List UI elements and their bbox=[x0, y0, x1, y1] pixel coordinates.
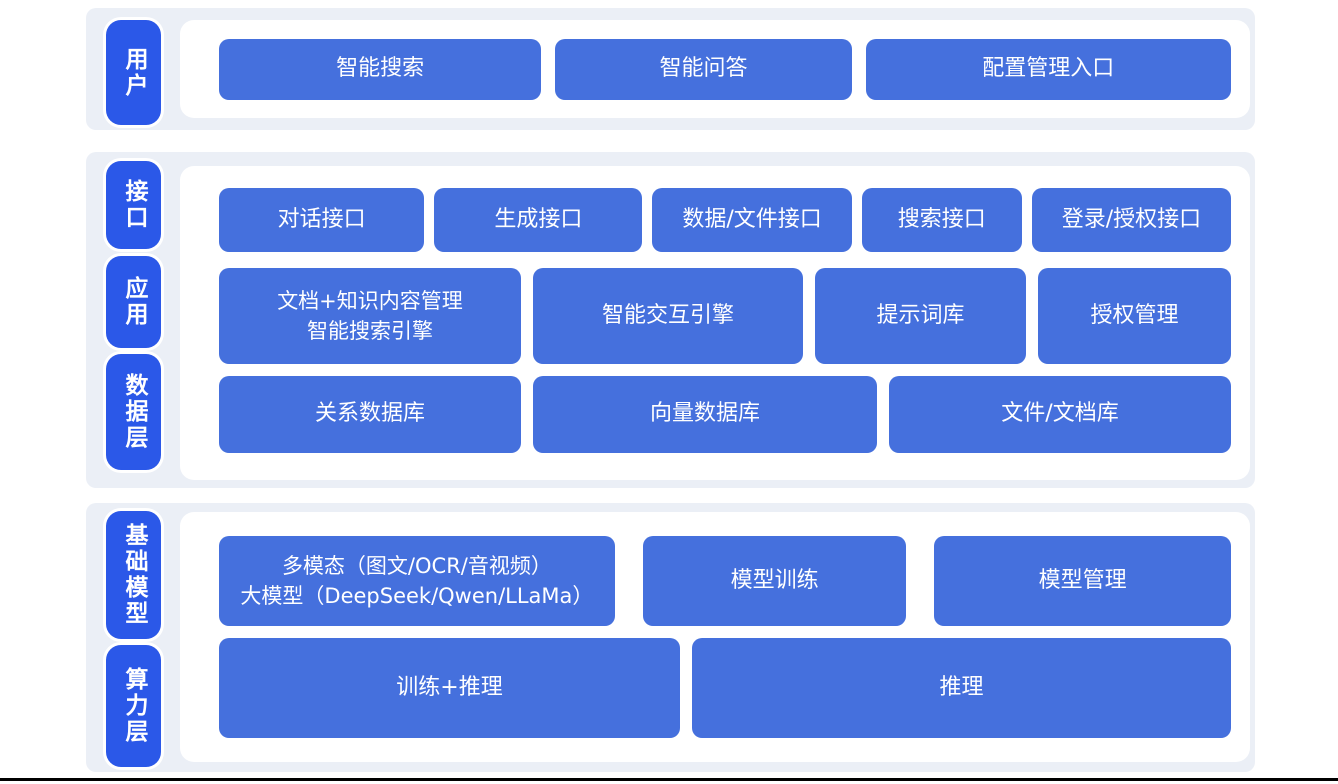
box-intelligent-qa: 智能问答 bbox=[555, 38, 852, 100]
box-model-management: 模型管理 bbox=[934, 536, 1231, 626]
interface-layer-row: 对话接口 生成接口 数据/文件接口 搜索接口 登录/授权接口 bbox=[219, 188, 1232, 252]
box-intelligent-search: 智能搜索 bbox=[219, 38, 542, 100]
section-user-layer: 用户 智能搜索 智能问答 配置管理入口 bbox=[86, 8, 1255, 130]
box-inference: 推理 bbox=[692, 638, 1231, 738]
box-multimodal-large-model: 多模态（图文/OCR/音视频） 大模型（DeepSeek/Qwen/LLaMa） bbox=[219, 536, 615, 626]
middle-layers-panel: 对话接口 生成接口 数据/文件接口 搜索接口 登录/授权接口 文档+知识内容管理… bbox=[180, 166, 1250, 480]
box-training-plus-inference: 训练+推理 bbox=[219, 638, 680, 738]
box-vector-database: 向量数据库 bbox=[533, 376, 877, 453]
box-doc-knowledge-search-engine: 文档+知识内容管理 智能搜索引擎 bbox=[219, 268, 521, 364]
section-bottom-layers: 基础模型 算力层 多模态（图文/OCR/音视频） 大模型（DeepSeek/Qw… bbox=[86, 503, 1255, 772]
box-config-management-entry: 配置管理入口 bbox=[865, 38, 1231, 100]
box-model-training: 模型训练 bbox=[642, 536, 907, 626]
layer-label-foundation-model: 基础模型 bbox=[106, 511, 161, 639]
box-relational-database: 关系数据库 bbox=[219, 376, 521, 453]
application-layer-row: 文档+知识内容管理 智能搜索引擎 智能交互引擎 提示词库 授权管理 bbox=[219, 268, 1231, 364]
box-data-file-api: 数据/文件接口 bbox=[652, 188, 852, 252]
box-interaction-engine: 智能交互引擎 bbox=[533, 268, 803, 364]
data-layer-row: 关系数据库 向量数据库 文件/文档库 bbox=[219, 376, 1231, 453]
layer-label-interface: 接口 bbox=[106, 161, 161, 249]
box-generation-api: 生成接口 bbox=[434, 188, 643, 252]
box-file-document-store: 文件/文档库 bbox=[889, 376, 1231, 453]
user-layer-panel: 智能搜索 智能问答 配置管理入口 bbox=[180, 20, 1250, 118]
bottom-layers-panel: 多模态（图文/OCR/音视频） 大模型（DeepSeek/Qwen/LLaMa）… bbox=[180, 512, 1250, 762]
compute-layer-row: 训练+推理 推理 bbox=[219, 638, 1231, 738]
box-prompt-library: 提示词库 bbox=[815, 268, 1026, 364]
layer-label-data: 数据层 bbox=[106, 354, 161, 470]
user-layer-row: 智能搜索 智能问答 配置管理入口 bbox=[219, 38, 1231, 100]
box-login-auth-api: 登录/授权接口 bbox=[1031, 188, 1232, 252]
section-middle-layers: 接口 应用 数据层 对话接口 生成接口 数据/文件接口 搜索接口 登录/授权接口… bbox=[86, 152, 1255, 488]
box-search-api: 搜索接口 bbox=[861, 188, 1022, 252]
window-bottom-border bbox=[0, 778, 1338, 781]
box-authorization-management: 授权管理 bbox=[1038, 268, 1231, 364]
layer-label-user: 用户 bbox=[106, 20, 161, 125]
layer-label-compute: 算力层 bbox=[106, 645, 161, 767]
foundation-model-row: 多模态（图文/OCR/音视频） 大模型（DeepSeek/Qwen/LLaMa）… bbox=[219, 536, 1231, 626]
box-dialog-api: 对话接口 bbox=[219, 188, 425, 252]
layer-label-application: 应用 bbox=[106, 256, 161, 348]
